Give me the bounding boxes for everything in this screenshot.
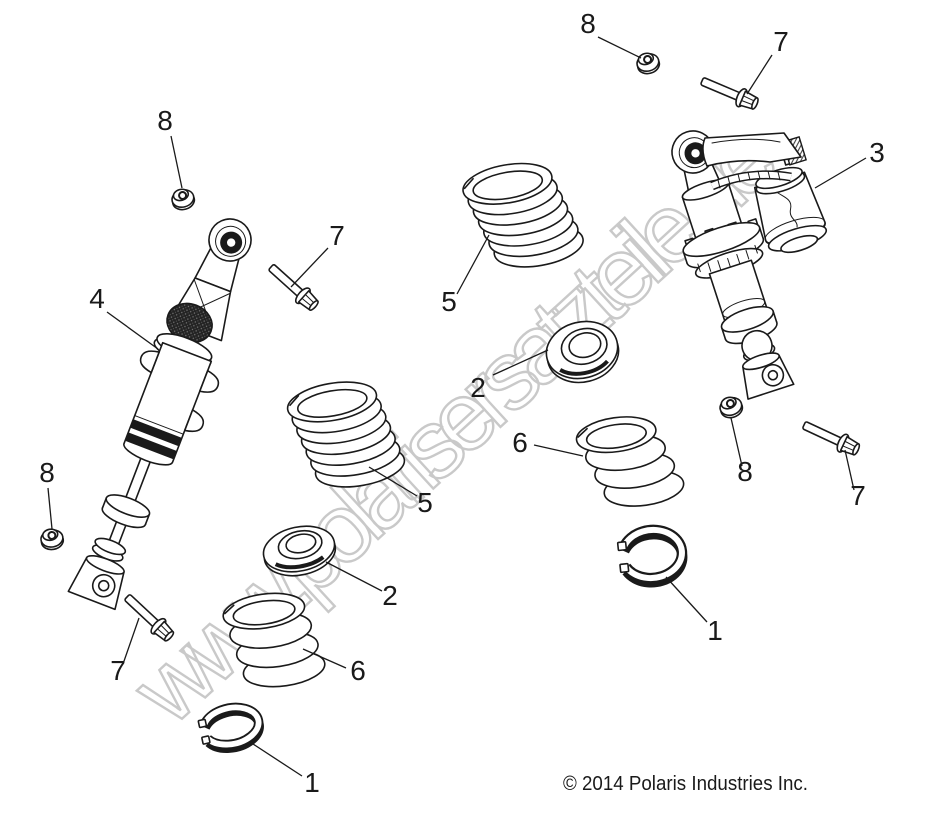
callout-label: 8: [580, 8, 596, 39]
copyright-text: © 2014 Polaris Industries Inc.: [563, 773, 808, 795]
callout-8-right: 8: [730, 417, 753, 487]
bolt-7-top-left: [268, 264, 319, 311]
screw-8-top-left: [171, 188, 196, 211]
callout-label: 3: [869, 137, 885, 168]
callout-label: 7: [329, 220, 345, 251]
callout-label: 5: [417, 487, 433, 518]
spring-5-upper: [462, 162, 584, 268]
screw-8-bottom-left: [40, 528, 65, 551]
callout-8-bottom-left: 8: [39, 457, 55, 530]
callouts: 8 7 4 8 7 3 5 2: [39, 8, 885, 798]
spring-seat-2-right: [545, 320, 620, 384]
callout-7-top-right: 7: [746, 26, 789, 95]
callout-7-right: 7: [844, 449, 866, 511]
callout-label: 2: [382, 580, 398, 611]
callout-8-top-right: 8: [580, 8, 642, 59]
retainer-clip-1-left: [197, 702, 264, 753]
bolt-7-top-right: [700, 77, 759, 110]
screw-8-right: [719, 396, 744, 419]
callout-label: 6: [350, 655, 366, 686]
callout-label: 2: [470, 372, 486, 403]
callout-label: 8: [737, 456, 753, 487]
spring-seat-2-left: [262, 525, 337, 577]
spring-preload-6-left: [222, 592, 326, 688]
shock-assembly-left: [67, 218, 252, 611]
spring-preload-6-right: [575, 416, 685, 507]
callout-4: 4: [89, 283, 159, 350]
callout-label: 8: [39, 457, 55, 488]
callout-label: 7: [773, 26, 789, 57]
callout-label: 1: [707, 615, 723, 646]
bolt-7-bottom-left: [124, 594, 175, 642]
callout-3: 3: [814, 137, 885, 189]
callout-1-left: 1: [252, 743, 320, 798]
spring-5-lower: [286, 381, 406, 488]
callout-6-right: 6: [512, 427, 584, 458]
callout-6-left: 6: [302, 648, 366, 686]
callout-2-left: 2: [325, 561, 398, 611]
callout-label: 8: [157, 105, 173, 136]
callout-5-upper: 5: [441, 234, 490, 317]
callout-label: 1: [304, 767, 320, 798]
callout-1-right: 1: [665, 576, 723, 646]
callout-label: 7: [110, 655, 126, 686]
callout-label: 6: [512, 427, 528, 458]
retainer-clip-1-right: [616, 524, 688, 588]
callout-label: 7: [850, 480, 866, 511]
callout-8-top-left: 8: [157, 105, 183, 189]
shock-assembly-right: [671, 130, 795, 400]
reservoir-bracket: [702, 132, 802, 191]
callout-7-bottom-left: 7: [110, 617, 140, 686]
callout-2-right: 2: [470, 349, 549, 403]
callout-label: 5: [441, 286, 457, 317]
callout-7-top-left: 7: [290, 220, 345, 288]
callout-label: 4: [89, 283, 105, 314]
screw-8-top-right: [636, 52, 661, 75]
callout-5-lower: 5: [368, 466, 433, 518]
